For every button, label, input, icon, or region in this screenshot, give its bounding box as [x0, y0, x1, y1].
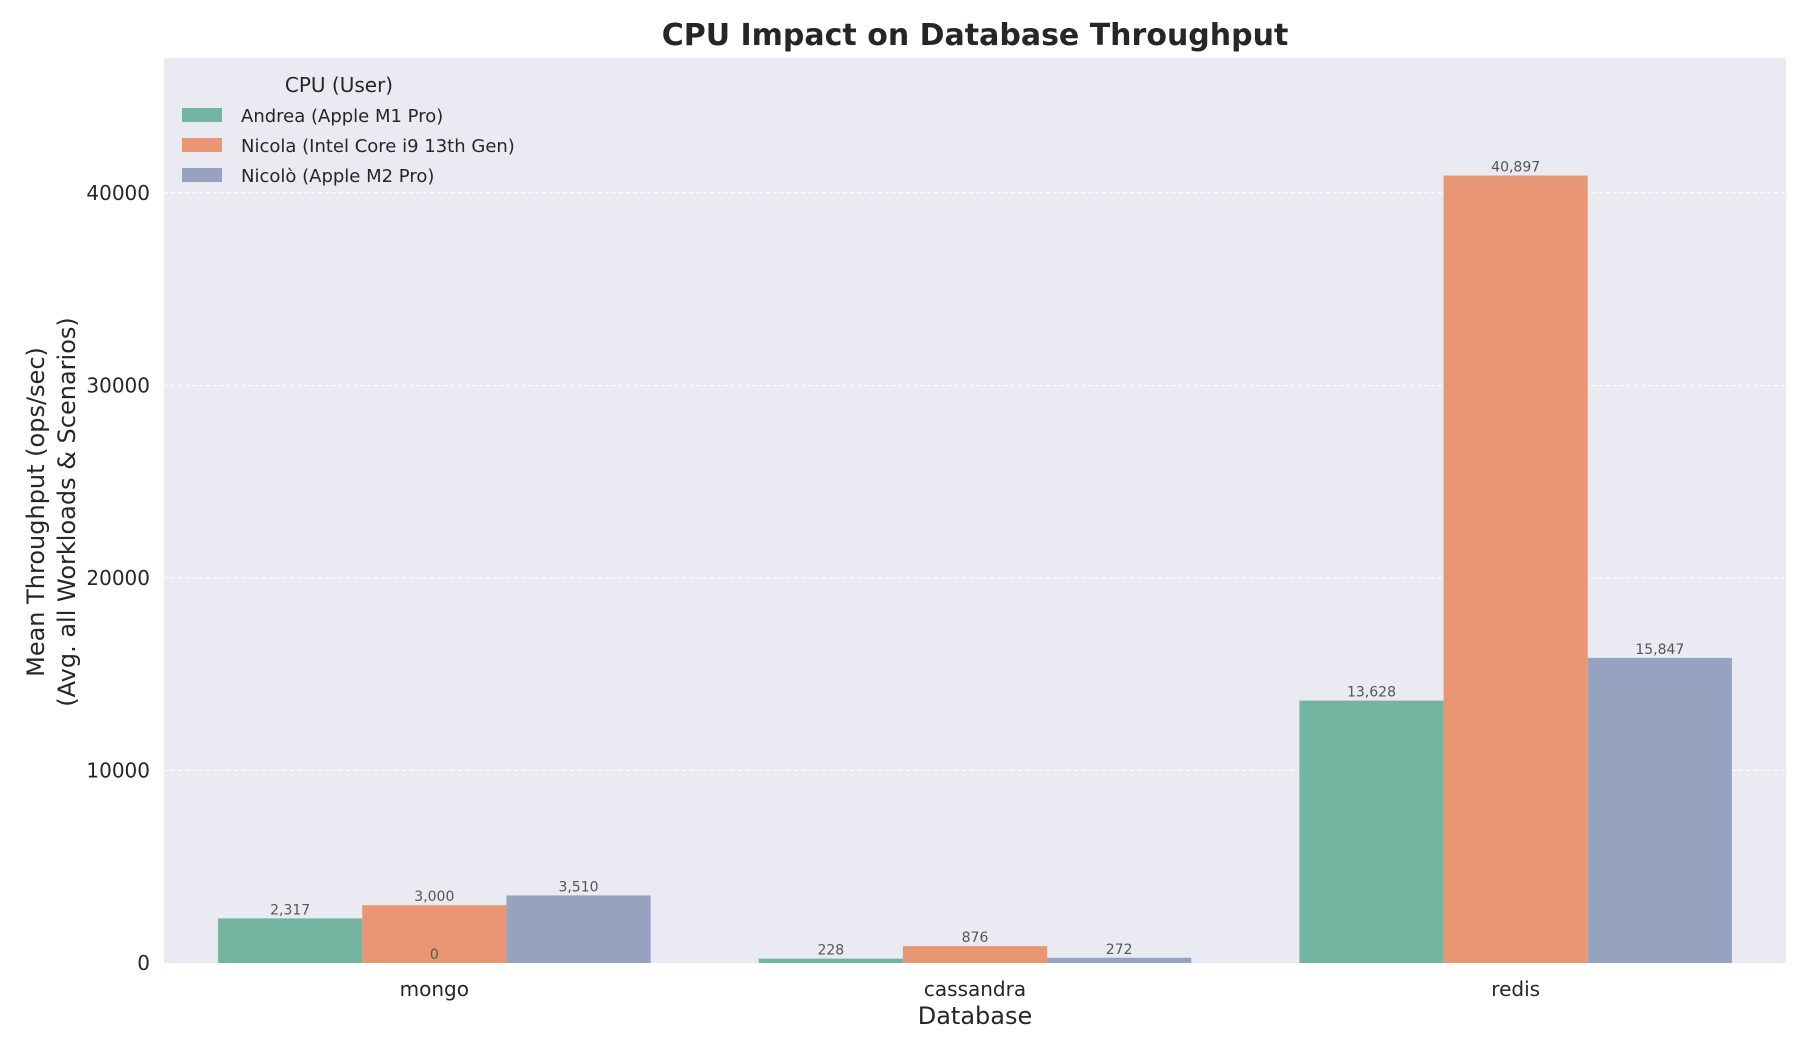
bar-value-label: 3,000: [414, 889, 454, 905]
y-tick-label: 20000: [86, 566, 150, 590]
bar-value-label: 876: [962, 930, 989, 946]
bar-value-label: 15,847: [1635, 642, 1684, 658]
bar-value-label: 272: [1106, 942, 1133, 958]
bar: [506, 895, 651, 963]
bar: [758, 958, 903, 963]
x-axis-label: Database: [918, 1002, 1033, 1030]
data-labels: 2,317 228 13,628 3,000 876 40,897 3,510 272 15,8…: [270, 160, 1684, 963]
legend-swatch: [182, 168, 222, 182]
bar-value-label: 228: [817, 943, 844, 959]
y-tick-label: 40000: [86, 181, 150, 205]
chart-title: CPU Impact on Database Throughput: [662, 18, 1289, 53]
legend-entry-label: Andrea (Apple M1 Pro): [241, 106, 443, 127]
bar-value-label: 3,510: [558, 879, 598, 895]
bar: [1443, 175, 1588, 964]
legend-items: Andrea (Apple M1 Pro) Nicola (Intel Core …: [182, 106, 515, 187]
legend-entry-label: Nicolò (Apple M2 Pro): [241, 166, 434, 187]
bars: [218, 175, 1732, 964]
axis-ticks: 0 10000 20000 30000 40000 mongo cassandra redis: [86, 181, 1540, 1001]
bar-value-label: 13,628: [1347, 685, 1396, 701]
y-tick-label: 10000: [86, 758, 150, 782]
x-tick-label: cassandra: [924, 977, 1026, 1001]
bar-value-label: 2,317: [270, 902, 310, 918]
bar: [1587, 657, 1732, 963]
y-axis-label-line1: Mean Throughput (ops/sec): [22, 347, 50, 677]
bar: [902, 946, 1048, 963]
y-tick-label: 30000: [86, 373, 150, 397]
x-tick-label: redis: [1491, 977, 1540, 1001]
legend-entry-label: Nicola (Intel Core i9 13th Gen): [241, 136, 515, 157]
x-tick-label: mongo: [400, 977, 469, 1001]
bar: [362, 905, 507, 963]
legend: CPU (User) Andrea (Apple M1 Pro) Nicola (…: [182, 73, 515, 187]
legend-swatch: [182, 108, 222, 122]
legend-swatch: [182, 138, 222, 152]
bar: [218, 918, 363, 963]
y-tick-label: 0: [137, 951, 150, 975]
bar: [1299, 700, 1444, 963]
bar-value-label: 40,897: [1491, 160, 1540, 176]
y-axis-label-line2: (Avg. all Workloads & Scenarios): [53, 317, 81, 706]
annotation-label: 0: [430, 947, 439, 963]
bar: [1047, 957, 1192, 963]
legend-title: CPU (User): [285, 73, 393, 97]
